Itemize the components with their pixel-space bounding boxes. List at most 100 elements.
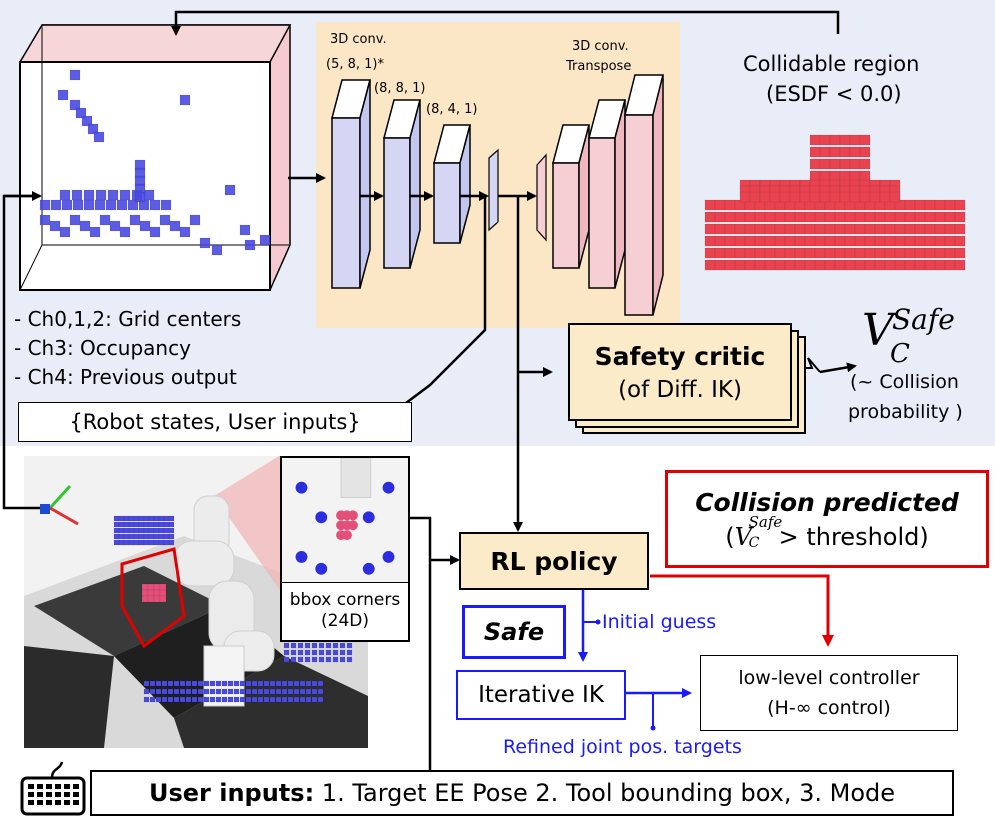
voxel <box>904 223 916 235</box>
voxel <box>227 696 234 703</box>
bbox-line2: (24D) <box>321 611 369 632</box>
refined-targets-label: Refined joint pos. targets <box>503 736 742 758</box>
voxel <box>325 649 332 656</box>
voxel <box>93 131 105 143</box>
voxel <box>724 235 736 247</box>
voxel <box>233 688 240 695</box>
voxel <box>119 226 131 238</box>
voxel <box>774 235 786 247</box>
bbox-corner-points <box>295 458 394 575</box>
voxel <box>884 259 896 271</box>
voxel <box>209 688 216 695</box>
voxel <box>819 146 831 158</box>
voxel <box>59 189 71 201</box>
key <box>64 800 70 805</box>
voxel <box>191 688 198 695</box>
voxel <box>754 235 766 247</box>
voxel <box>304 649 311 656</box>
tool-point <box>347 520 358 531</box>
voxel <box>834 211 846 223</box>
voxel <box>49 220 61 232</box>
voxel <box>914 235 926 247</box>
voxel <box>874 211 886 223</box>
voxel <box>734 235 746 247</box>
voxel <box>904 247 916 259</box>
voxel <box>849 191 861 203</box>
voxel <box>954 235 966 247</box>
voxel <box>251 688 258 695</box>
voxel <box>257 688 264 695</box>
voxel <box>346 656 353 663</box>
voxel <box>245 696 252 703</box>
voxel <box>116 199 128 211</box>
voxel <box>59 226 71 238</box>
key <box>73 784 79 789</box>
voxel <box>884 211 896 223</box>
voxel <box>874 247 886 259</box>
voxel <box>305 696 312 703</box>
voxel <box>173 688 180 695</box>
voxel <box>714 247 726 259</box>
rl-policy-label: RL policy <box>490 546 618 576</box>
bbox-corner <box>314 562 327 575</box>
voxel <box>143 688 150 695</box>
voxel <box>859 191 871 203</box>
voxel <box>954 259 966 271</box>
transpose-label-1: 3D conv. <box>572 39 629 54</box>
voxel <box>704 223 716 235</box>
collidable-region-voxels <box>704 134 966 271</box>
channel-list: - Ch0,1,2: Grid centers - Ch3: Occupancy… <box>14 305 241 392</box>
voxel <box>119 189 131 201</box>
key <box>37 792 43 797</box>
collidable-title: Collidable region <box>743 52 920 76</box>
key <box>28 800 34 805</box>
voxel <box>744 259 756 271</box>
key <box>46 792 52 797</box>
voxel <box>844 259 856 271</box>
voxel <box>924 199 936 211</box>
user-inputs-list: 1. Target EE Pose 2. Tool bounding box, … <box>314 779 896 807</box>
voxel <box>799 191 811 203</box>
voxel <box>339 649 346 656</box>
voxel <box>714 223 726 235</box>
voxel <box>734 223 746 235</box>
voxel <box>168 527 175 534</box>
voxel <box>894 223 906 235</box>
voxel <box>704 235 716 247</box>
voxel <box>191 696 198 703</box>
voxel <box>283 656 290 663</box>
voxel <box>954 223 966 235</box>
voxel <box>854 223 866 235</box>
voxel <box>245 680 252 687</box>
voxel <box>161 688 168 695</box>
voxel <box>185 688 192 695</box>
voxel <box>215 688 222 695</box>
voxel <box>829 191 841 203</box>
conv-layer1-dims: (5, 8, 1)* <box>326 57 384 72</box>
voxel <box>281 680 288 687</box>
voxel <box>774 259 786 271</box>
voxel <box>784 223 796 235</box>
cond-sup: Safe <box>748 512 783 531</box>
voxel <box>168 515 175 522</box>
voxel <box>325 656 332 663</box>
decoder-layer-3 <box>624 74 664 316</box>
voxel <box>197 680 204 687</box>
voxel <box>854 235 866 247</box>
voxel <box>944 259 956 271</box>
cond-rest: > threshold) <box>778 522 929 551</box>
voxel <box>934 199 946 211</box>
voxel <box>754 247 766 259</box>
voxel <box>287 688 294 695</box>
voxel <box>311 649 318 656</box>
value-note-2: probability ) <box>848 401 963 423</box>
voxel <box>297 642 304 649</box>
voxel <box>83 199 95 211</box>
voxel <box>263 680 270 687</box>
voxel <box>283 649 290 656</box>
voxel <box>834 247 846 259</box>
voxel <box>203 696 210 703</box>
voxel <box>244 239 256 251</box>
voxel <box>924 259 936 271</box>
